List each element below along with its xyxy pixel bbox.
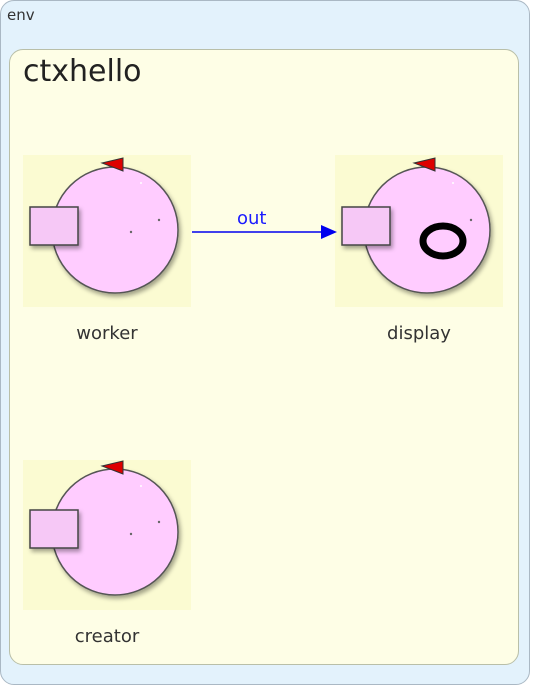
worker-port-icon xyxy=(29,206,79,246)
worker-highlight-dot xyxy=(140,182,142,184)
display-direction-marker-icon xyxy=(412,157,436,172)
context-title: ctxhello xyxy=(23,54,142,89)
creator-port-icon xyxy=(29,509,79,549)
creator-highlight-dot xyxy=(140,485,142,487)
display-eye-dot xyxy=(469,218,473,222)
display-ring-icon xyxy=(419,222,467,260)
worker-actor-icon[interactable] xyxy=(23,155,191,307)
display-label: display xyxy=(387,323,451,344)
creator-eye-dot xyxy=(129,532,133,536)
creator-actor-icon[interactable] xyxy=(23,460,191,610)
display-actor-icon[interactable] xyxy=(335,155,503,307)
worker-eye-dot xyxy=(157,218,161,222)
worker-direction-marker-icon xyxy=(100,157,124,172)
worker-eye-dot xyxy=(129,230,133,234)
environment-label: env xyxy=(7,6,35,24)
creator-eye-dot xyxy=(157,520,161,524)
creator-label: creator xyxy=(74,626,140,647)
creator-direction-marker-icon xyxy=(100,460,124,475)
link-out-label[interactable]: out xyxy=(237,208,267,229)
display-highlight-dot xyxy=(452,182,454,184)
display-port-icon xyxy=(341,206,391,246)
worker-label: worker xyxy=(76,323,138,344)
